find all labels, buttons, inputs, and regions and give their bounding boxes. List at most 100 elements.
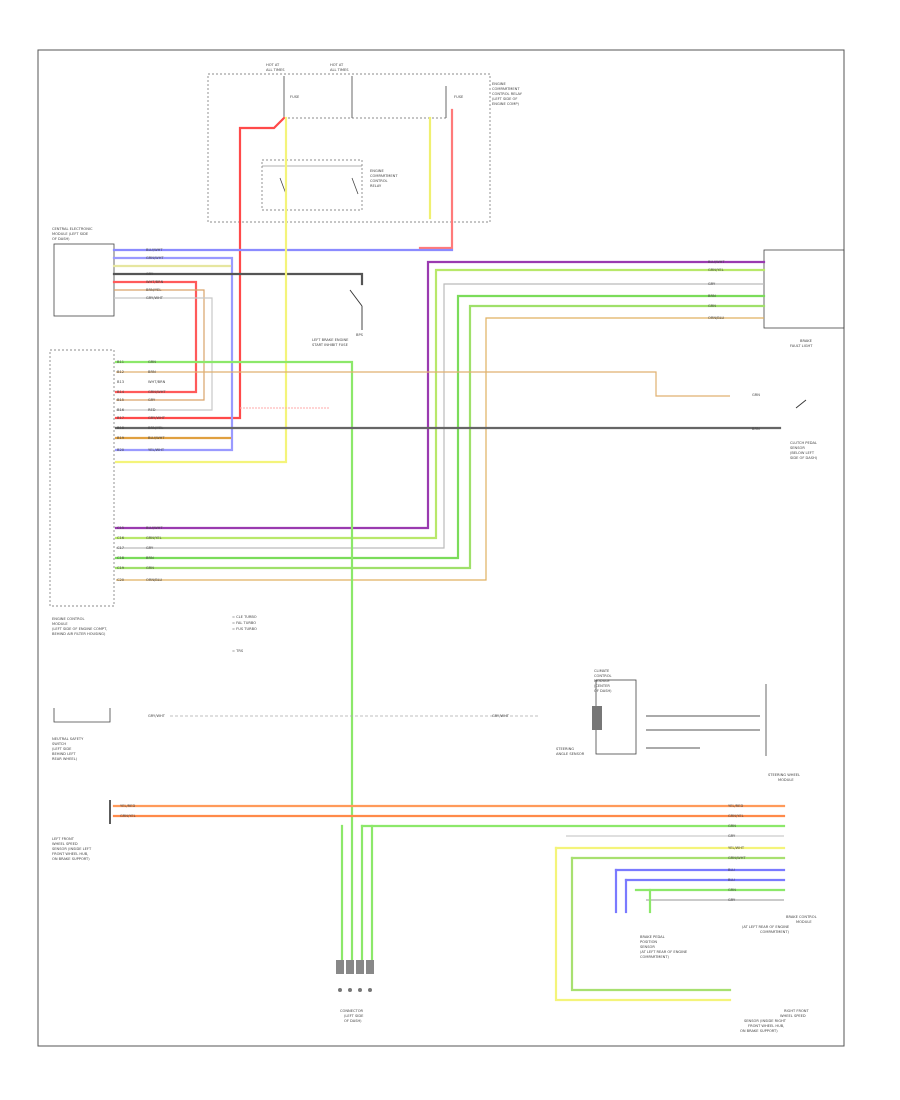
ecm-note-b: = TRS	[232, 649, 244, 653]
bpp-label-3: SENSOR	[640, 945, 655, 949]
wire-tl-red	[112, 280, 198, 394]
ecm-box	[49, 349, 115, 607]
ecm-pin-b13: B13	[117, 380, 124, 384]
swm-label-2: MODULE	[778, 778, 794, 782]
wire-bundle-orn	[116, 317, 764, 581]
wire-bundle-grn2	[114, 304, 766, 570]
ecm-c-wire-label-2: GRY	[146, 546, 154, 550]
ecr-label-2: COMPARTMENT	[492, 87, 520, 91]
nss-wire-right: GRY/WHT	[492, 714, 510, 718]
br-wire-label-5: GRN/WHT	[728, 856, 746, 860]
clutch-label-1: CLUTCH PEDAL	[790, 441, 817, 445]
relay-label-1: ENGINE	[370, 169, 384, 173]
ecm-b-labels: B11B12B13B14B15B16B17B18B19B20GRNBRNWHT/…	[117, 360, 166, 452]
bps-switch	[349, 289, 363, 307]
wire-tl-gry2	[114, 297, 213, 411]
rt-label-2: FAULT LIGHT	[790, 344, 813, 348]
ecm-pin-c19: C19	[117, 566, 125, 570]
rf-label-4: FRONT WHEEL HUB,	[748, 1024, 784, 1028]
ecm-c-wire-label-3: BRN	[146, 556, 154, 560]
ecm-wire-label-8: BLU/WHT	[148, 436, 165, 440]
bottom-connector	[336, 960, 374, 992]
clutch-switch	[795, 399, 807, 409]
ecm-pin-c18: C18	[117, 556, 125, 560]
ecm-c-wire-label-4: GRN	[146, 566, 154, 570]
ecm-pin-b18: B18	[117, 426, 125, 430]
bpp-label-4: (AT LEFT REAR OF ENGINE	[640, 950, 688, 954]
ecm-c-labels: C15C16C17C18C19C20BLU/WHTGRN/YELGRYBRNGR…	[117, 526, 163, 582]
ecm-wire-label-0: GRN	[148, 360, 156, 364]
lf-label-3: SENSOR (INSIDE LEFT	[52, 847, 92, 851]
ecr-label-1: ENGINE	[492, 82, 506, 86]
ccm-label-5: OF DASH)	[594, 689, 612, 693]
ecm-label-3: (LEFT SIDE OF ENGINE COMPT,	[52, 627, 107, 631]
ecm-pin-b14: B14	[117, 390, 125, 394]
ecm-wire-label-6: GRY/WHT	[148, 416, 166, 420]
fuse-left-label-2: ALL TIMES	[266, 68, 285, 72]
tl-module-label-2: MODULE (LEFT SIDE	[52, 232, 89, 236]
bps-label-1: BPS	[356, 333, 364, 337]
bcm-label-1: BRAKE CONTROL	[786, 915, 817, 919]
nss-label-2: SWITCH	[52, 742, 66, 746]
wire-tl-blu2	[112, 256, 234, 452]
ecm-c-wire-label-1: GRN/YEL	[146, 536, 162, 540]
wire-grn-to-connector	[114, 360, 354, 962]
ecm-label-1: ENGINE CONTROL	[52, 617, 84, 621]
br-wire-label-2: GRN	[728, 824, 736, 828]
wire-red-power	[114, 116, 286, 420]
br-wire-label-7: BLU	[728, 878, 735, 882]
clutch-label-2: SENSOR	[790, 446, 805, 450]
diagram-frame	[37, 49, 845, 1047]
tl-module-label-3: OF DASH)	[52, 237, 70, 241]
ccm-connector	[592, 706, 602, 730]
rt-wire-label-2: GRY	[708, 282, 716, 286]
rf-label-1: RIGHT FRONT	[784, 1009, 809, 1013]
ecm-c-wire-label-5: ORN/BLU	[146, 578, 163, 582]
bpp-label-5: COMPARTMENT)	[640, 955, 670, 959]
ecm-pin-b19: B19	[117, 436, 125, 440]
rf-label-2: WHEEL SPEED	[780, 1014, 806, 1018]
tl-wire-label-2: GRY	[146, 272, 154, 276]
ecr-label-5: ENGINE COMP)	[492, 102, 520, 106]
rf-label-3: SENSOR (INSIDE RIGHT	[744, 1019, 787, 1023]
br-wire-label-6: BLU	[728, 868, 735, 872]
relay-label-3: CONTROL	[370, 179, 388, 183]
nss-label-1: NEUTRAL SAFETY	[52, 737, 84, 741]
rt-wire-label-0: BLU/WHT	[708, 260, 725, 264]
fuse-right-label-1: HOT AT	[330, 63, 344, 67]
ecm-note-2: = FAL TURBO	[232, 621, 256, 625]
ecr-label-3: CONTROL RELAY	[492, 92, 523, 96]
relay-box	[261, 159, 363, 211]
wire-pink-feed	[418, 108, 454, 250]
ecr-label-4: (LEFT SIDE OF	[492, 97, 517, 101]
rt-wire-label-4: GRN	[708, 304, 716, 308]
clutch-wire-a: GRN	[752, 393, 760, 397]
br-wire-label-1: GRN/YEL	[728, 814, 744, 818]
ecm-pin-c16: C16	[117, 536, 125, 540]
ecm-pin-b12: B12	[117, 370, 124, 374]
rt-wire-label-1: GRN/YEL	[708, 268, 724, 272]
ecm-pin-b11: B11	[117, 360, 124, 364]
conn-label-3: OF DASH)	[344, 1019, 362, 1023]
swm-label-1: STEERING WHEEL	[768, 773, 800, 777]
br-wire-label-0: YEL/RED	[728, 804, 743, 808]
nss-label-5: REAR WHEEL)	[52, 757, 78, 761]
br-wire-label-9: GRY	[728, 898, 736, 902]
ecm-wire-label-5: RED	[148, 408, 156, 412]
neutral-switch-box	[53, 708, 111, 723]
ecm-pin-b20: B20	[117, 448, 125, 452]
bcm-label-2: MODULE	[796, 920, 812, 924]
ecm-label-4: BEHIND AIR FILTER HOUSING)	[52, 632, 106, 636]
ecm-pin-b15: B15	[117, 398, 124, 402]
tl-wire-label-5: GRY/WHT	[146, 296, 164, 300]
wire-bundle-gry	[116, 283, 764, 549]
lf-wire-label-b: GRN/YEL	[120, 814, 136, 818]
fuse-right-label-2: ALL TIMES	[330, 68, 349, 72]
right-top-module	[763, 249, 845, 329]
clutch-label-3: (BELOW LEFT	[790, 451, 815, 455]
nss-label-4: BEHIND LEFT	[52, 752, 76, 756]
tl-wire-label-4: BRN/YEL	[146, 288, 161, 292]
ecm-wire-label-3: GRN/WHT	[148, 390, 166, 394]
ecm-wire-label-7: BRN/YEL	[148, 426, 163, 430]
